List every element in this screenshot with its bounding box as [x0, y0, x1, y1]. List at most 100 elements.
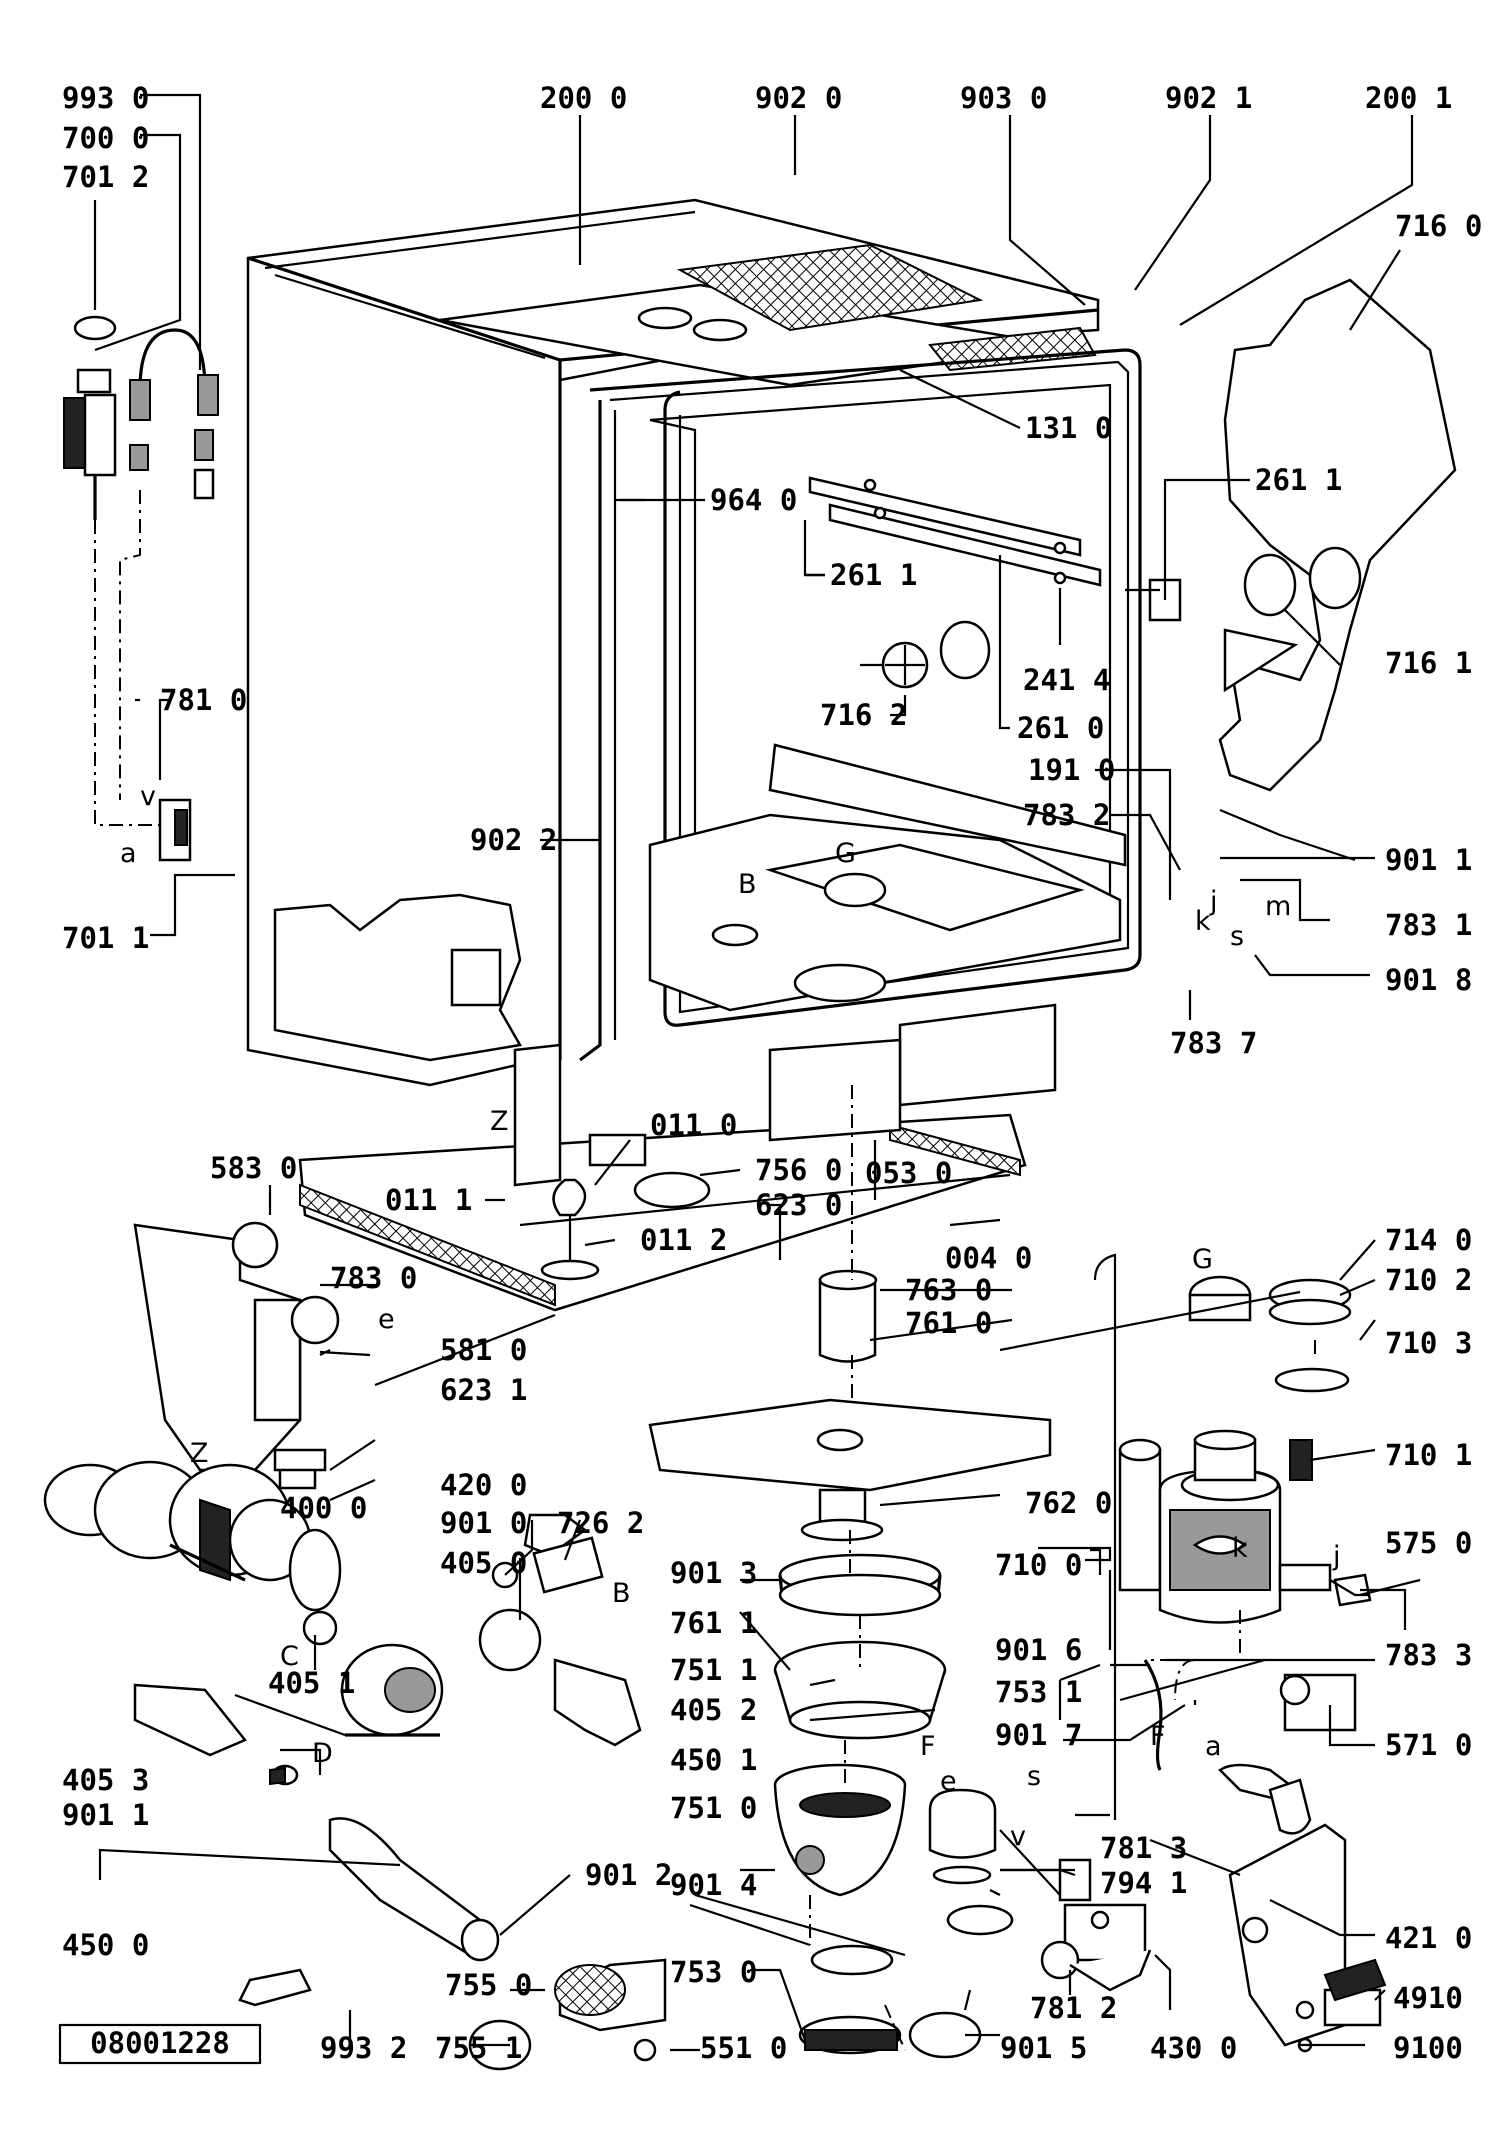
callout-191-0: 191 0 — [1028, 753, 1115, 787]
marker-Z-left: Z — [190, 1438, 209, 1469]
side-panel-drawing — [1218, 278, 1457, 862]
callout-710-1: 710 1 — [1385, 1438, 1472, 1472]
callout-011-1: 011 1 — [385, 1183, 472, 1217]
callout-701-2: 701 2 — [62, 160, 149, 194]
callout-421-0: 421 0 — [1385, 1921, 1472, 1955]
sump-assembly — [468, 1085, 1152, 2071]
marker-j: j — [1209, 886, 1218, 917]
marker-F-right: F — [1150, 1721, 1166, 1752]
callout-551-0: 551 0 — [700, 2031, 787, 2065]
callout-763-0: 763 0 — [905, 1273, 992, 1307]
callout-581-0: 581 0 — [440, 1333, 527, 1367]
callout-714-0: 714 0 — [1385, 1223, 1472, 1257]
callout-761-0: 761 0 — [905, 1306, 992, 1340]
callout-405-1: 405 1 — [268, 1666, 355, 1700]
marker-v-top: v — [140, 781, 156, 812]
callout-902-1: 902 1 — [1165, 81, 1252, 115]
marker-j-right: j — [1332, 1541, 1341, 1572]
callout-901-0: 901 0 — [440, 1506, 527, 1540]
callout-200-1: 200 1 — [1365, 81, 1452, 115]
marker-m: m — [1265, 891, 1291, 922]
callout-011-2: 011 2 — [640, 1223, 727, 1257]
callout-901-1-b: 901 1 — [62, 1798, 149, 1832]
marker-s-top: s — [1230, 921, 1244, 952]
callout-430-0: 430 0 — [1150, 2031, 1237, 2065]
callout-450-1: 450 1 — [670, 1743, 757, 1777]
callout-583-0: 583 0 — [210, 1151, 297, 1185]
marker-e-top: e — [378, 1304, 395, 1335]
callout-labels: 993 0 700 0 701 2 200 0 902 0 903 0 902 … — [62, 81, 1482, 2065]
callout-623-1: 623 1 — [440, 1373, 527, 1407]
marker-G-right: G — [1192, 1244, 1213, 1275]
callout-450-0: 450 0 — [62, 1928, 149, 1962]
callout-902-0: 902 0 — [755, 81, 842, 115]
callout-200-0: 200 0 — [540, 81, 627, 115]
callout-405-3: 405 3 — [62, 1763, 149, 1797]
callout-781-3: 781 3 — [1100, 1831, 1187, 1865]
callout-761-1: 761 1 — [670, 1606, 757, 1640]
callout-751-0: 751 0 — [670, 1791, 757, 1825]
callout-011-0: 011 0 — [650, 1108, 737, 1142]
callout-753-0: 753 0 — [670, 1955, 757, 1989]
marker-a-right: a — [1205, 1731, 1222, 1762]
callout-716-2: 716 2 — [820, 698, 907, 732]
callout-901-6: 901 6 — [995, 1633, 1082, 1667]
marker-a-top: a — [120, 838, 137, 869]
lower-left-parts — [43, 1221, 642, 2007]
callout-131-0: 131 0 — [1025, 411, 1112, 445]
callout-901-5: 901 5 — [1000, 2031, 1087, 2065]
marker-s-lower: s — [1027, 1761, 1041, 1792]
callout-701-1: 701 1 — [62, 921, 149, 955]
marker-B-lower: B — [612, 1578, 631, 1609]
marker-C: C — [280, 1641, 299, 1672]
callout-261-1-b: 261 1 — [830, 558, 917, 592]
callout-420-0: 420 0 — [440, 1468, 527, 1502]
letter-markers: v a G B j m k s e Z C D B F G k j F a e … — [120, 781, 1341, 1852]
callout-755-0: 755 0 — [445, 1968, 532, 2002]
callout-762-0: 762 0 — [1025, 1486, 1112, 1520]
callout-623-0: 623 0 — [755, 1188, 842, 1222]
drawing-id: 08001228 — [90, 2026, 230, 2060]
callout-053-0: 053 0 — [865, 1156, 952, 1190]
callout-783-2: 783 2 — [1023, 798, 1110, 832]
callout-901-8: 901 8 — [1385, 963, 1472, 997]
callout-901-1-a: 901 1 — [1385, 843, 1472, 877]
marker-F-sump: F — [920, 1731, 936, 1762]
callout-716-0: 716 0 — [1395, 209, 1482, 243]
callout-783-3: 783 3 — [1385, 1638, 1472, 1672]
callout-405-0: 405 0 — [440, 1546, 527, 1580]
callout-783-0: 783 0 — [330, 1261, 417, 1295]
callout-751-1: 751 1 — [670, 1653, 757, 1687]
callout-571-0: 571 0 — [1385, 1728, 1472, 1762]
marker-G-tub: G — [835, 838, 856, 869]
callout-400-0: 400 0 — [280, 1491, 367, 1525]
cabinet-drawing — [246, 198, 1182, 1312]
callout-753-1: 753 1 — [995, 1675, 1082, 1709]
callout-903-0: 903 0 — [960, 81, 1047, 115]
left-parts — [63, 315, 219, 862]
marker-B-tub: B — [738, 869, 757, 900]
callout-901-2: 901 2 — [585, 1858, 672, 1892]
marker-k: k — [1195, 906, 1211, 937]
callout-964-0: 964 0 — [710, 483, 797, 517]
callout-781-0: 781 0 — [160, 683, 247, 717]
callout-004-0: 004 0 — [945, 1241, 1032, 1275]
callout-261-0: 261 0 — [1017, 711, 1104, 745]
callout-710-3: 710 3 — [1385, 1326, 1472, 1360]
marker-Z-base: Z — [490, 1106, 509, 1137]
callout-783-1: 783 1 — [1385, 908, 1472, 942]
callout-901-3: 901 3 — [670, 1556, 757, 1590]
callout-902-2: 902 2 — [470, 823, 557, 857]
callout-9100: 9100 — [1393, 2031, 1463, 2065]
callout-755-1: 755 1 — [435, 2031, 522, 2065]
callout-901-4: 901 4 — [670, 1868, 757, 1902]
drawing-id-box: 08001228 — [58, 2023, 262, 2065]
callout-783-7: 783 7 — [1170, 1026, 1257, 1060]
marker-v-lower: v — [1010, 1821, 1026, 1852]
callout-781-2: 781 2 — [1030, 1991, 1117, 2025]
callout-726-2: 726 2 — [557, 1506, 644, 1540]
callout-241-4: 241 4 — [1023, 663, 1110, 697]
callout-710-2: 710 2 — [1385, 1263, 1472, 1297]
marker-D: D — [312, 1738, 333, 1769]
